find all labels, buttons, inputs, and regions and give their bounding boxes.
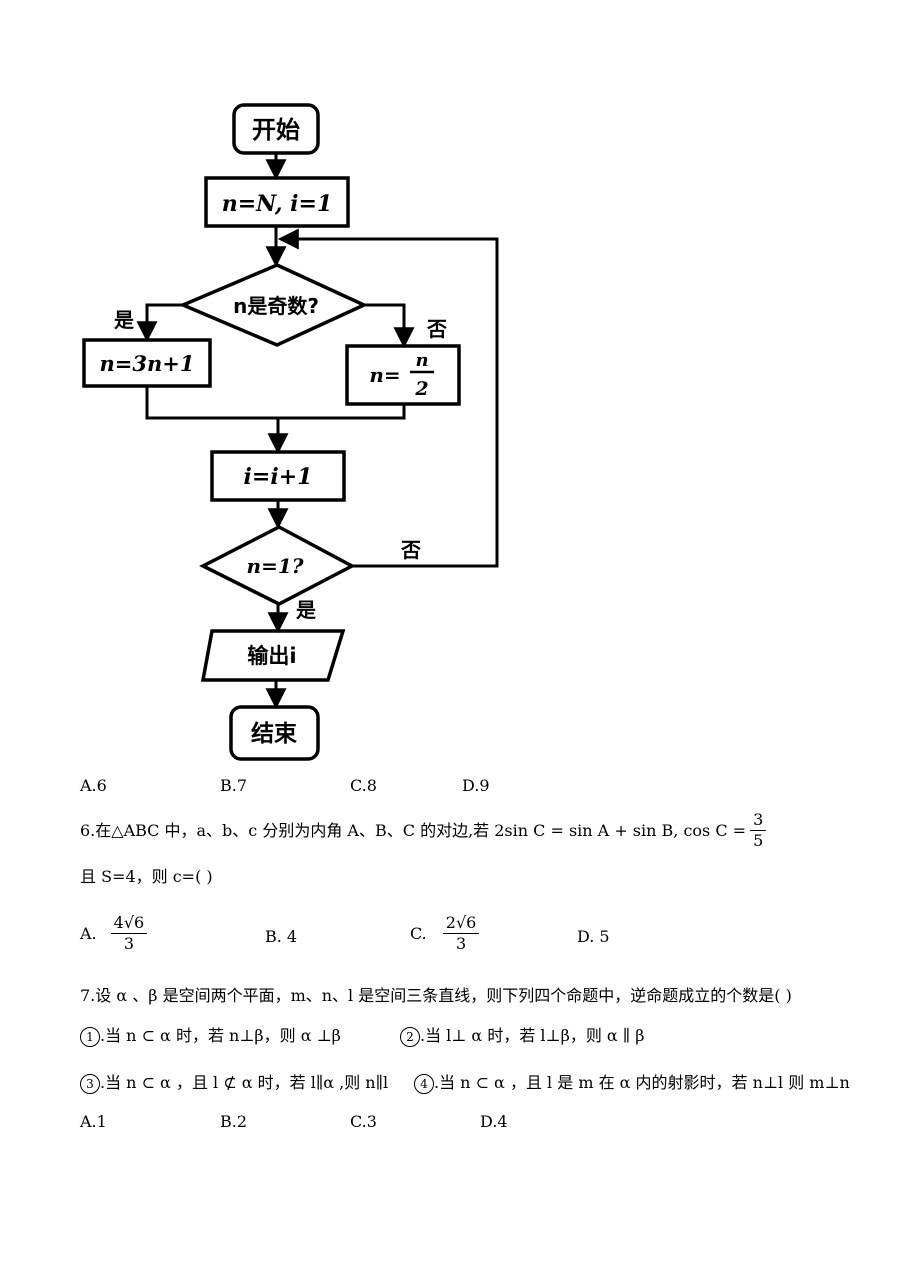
q7-circled-3: 3 — [80, 1074, 100, 1094]
end-label: 结束 — [251, 721, 298, 747]
q6-option-c: C. 2√6 3 — [410, 913, 480, 954]
q7-p3-text: .当 n ⊂ α ，且 l ⊄ α 时，若 l∥α ,则 n∥l — [100, 1073, 389, 1092]
q7-circled-2: 2 — [400, 1027, 420, 1047]
q6-option-c-label: C. — [410, 923, 427, 943]
arrow-no-even — [364, 303, 415, 349]
q7-proposition-4: 4.当 n ⊂ α ，且 l 是 m 在 α 内的射影时，若 n⊥l 则 m⊥n — [414, 1072, 850, 1094]
no-label-2: 否 — [400, 538, 421, 562]
q6-option-c-den: 3 — [455, 934, 467, 953]
q7-p1-text: .当 n ⊂ α 时，若 n⊥β，则 α ⊥β — [100, 1026, 341, 1045]
q7-option-a: A.1 — [80, 1112, 107, 1131]
q7-option-d: D.4 — [480, 1112, 508, 1131]
even-step-box — [345, 344, 461, 406]
arrow-yes-odd — [136, 303, 183, 343]
init-label: n=N, i=1 — [222, 191, 333, 217]
q6-option-b: B. 4 — [265, 927, 298, 946]
q7-p2-text: .当 l⊥ α 时，若 l⊥β，则 α ∥ β — [420, 1026, 645, 1045]
yes-label-2: 是 — [295, 598, 316, 622]
q5-option-b: B.7 — [220, 776, 248, 795]
q5-option-d: D.9 — [462, 776, 490, 795]
q6-option-a-num: 4√6 — [110, 913, 148, 934]
flowchart: 开始 n=N, i=1 n是奇数? 是 否 n=3n+1 n= n 2 i=i+… — [82, 103, 499, 761]
q7-circled-4: 4 — [414, 1074, 434, 1094]
q6-cos-den: 5 — [753, 831, 764, 850]
q7-option-c: C.3 — [350, 1112, 377, 1131]
output-label: 输出i — [247, 644, 296, 668]
one-condition-label: n=1? — [247, 554, 304, 578]
q6-option-a-fraction: 4√6 3 — [110, 913, 148, 954]
q6-option-a: A. 4√6 3 — [80, 913, 148, 954]
arrow-loop-back — [277, 228, 499, 568]
q7-proposition-3: 3.当 n ⊂ α ，且 l ⊄ α 时，若 l∥α ,则 n∥l — [80, 1072, 388, 1094]
q6-line2: 且 S=4，则 c=( ) — [80, 867, 213, 886]
start-label: 开始 — [252, 116, 300, 144]
q6-option-c-num: 2√6 — [442, 913, 480, 934]
yes-label-1: 是 — [113, 308, 134, 332]
q6-cos-num: 3 — [750, 810, 767, 831]
q7-proposition-2: 2.当 l⊥ α 时，若 l⊥β，则 α ∥ β — [400, 1025, 645, 1047]
no-label-1: 否 — [426, 317, 447, 341]
q6-option-d: D. 5 — [577, 927, 610, 946]
even-step-num: n — [415, 350, 428, 371]
q6-option-a-den: 3 — [123, 934, 135, 953]
q7-circled-1: 1 — [80, 1027, 100, 1047]
q5-option-a: A.6 — [80, 776, 107, 795]
increment-label: i=i+1 — [244, 464, 313, 490]
output-parallelogram — [200, 629, 346, 682]
q5-option-c: C.8 — [350, 776, 377, 795]
q6-cos-fraction: 3 5 — [750, 810, 767, 851]
odd-step-label: n=3n+1 — [100, 351, 195, 376]
even-step-lhs: n= — [369, 363, 400, 387]
even-step-den: 2 — [414, 378, 428, 400]
q6-option-a-label: A. — [80, 923, 97, 943]
q7-proposition-1: 1.当 n ⊂ α 时，若 n⊥β，则 α ⊥β — [80, 1025, 341, 1047]
odd-condition-label: n是奇数? — [233, 294, 319, 318]
q7-p4-text: .当 n ⊂ α ，且 l 是 m 在 α 内的射影时，若 n⊥l 则 m⊥n — [434, 1073, 850, 1092]
q7-stem: 7.设 α 、β 是空间两个平面，m、n、l 是空间三条直线，则下列四个命题中，… — [80, 986, 792, 1005]
q6-stem-text: 6.在△ABC 中，a、b、c 分别为内角 A、B、C 的对边,若 2sin C… — [80, 820, 747, 840]
join-line-left — [145, 386, 406, 420]
q7-option-b: B.2 — [220, 1112, 248, 1131]
odd-decision-diamond — [178, 263, 369, 347]
q6-option-c-fraction: 2√6 3 — [442, 913, 480, 954]
q6-stem: 6.在△ABC 中，a、b、c 分别为内角 A、B、C 的对边,若 2sin C… — [80, 810, 767, 851]
